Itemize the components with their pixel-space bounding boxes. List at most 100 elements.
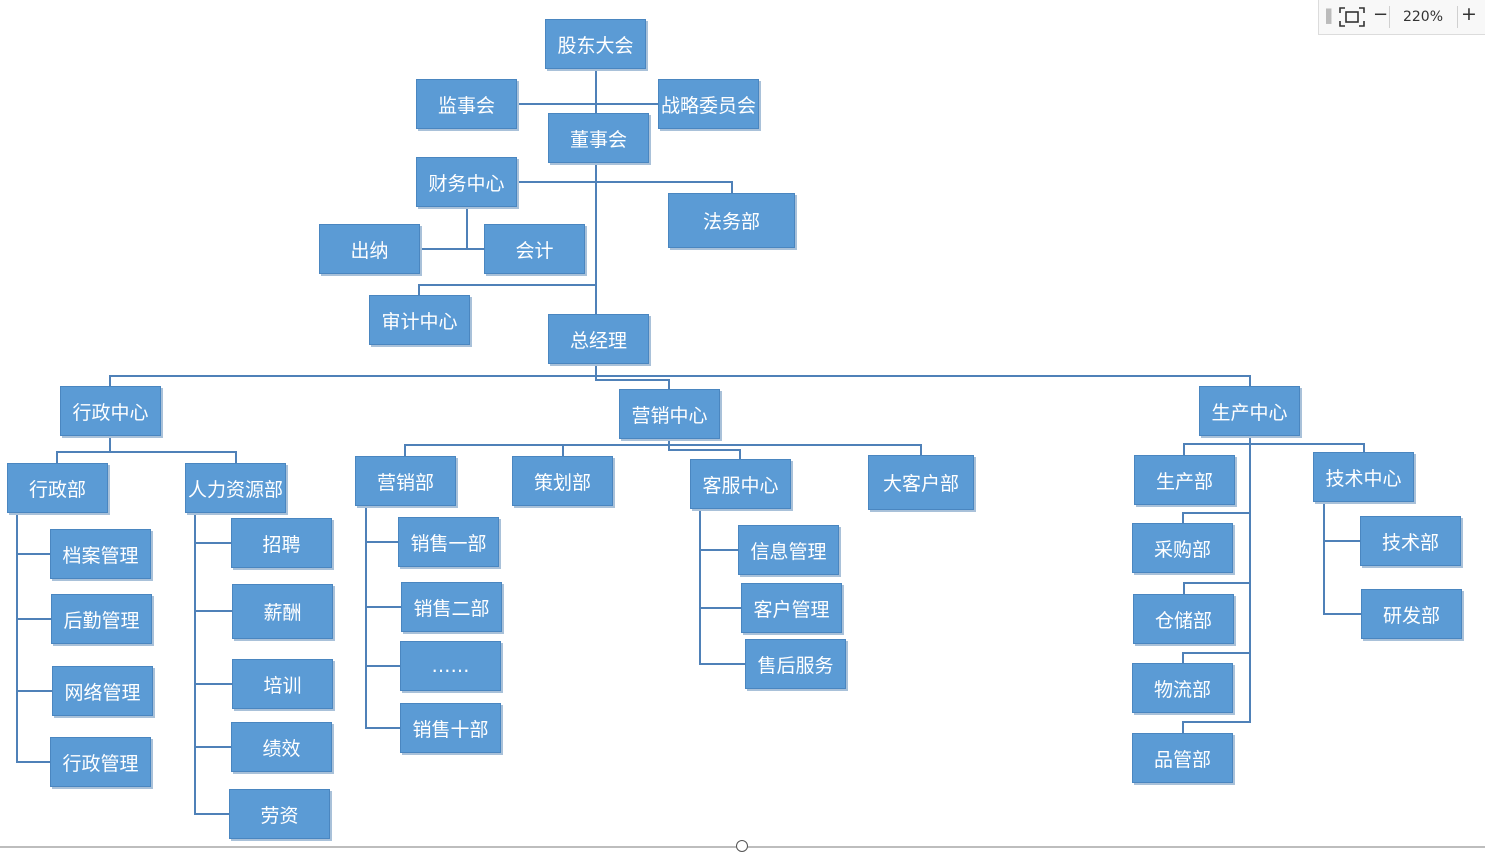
connector-kefu-to-kehu	[699, 550, 741, 609]
node-peixun[interactable]: 培训	[232, 659, 333, 709]
node-xs2[interactable]: 销售二部	[401, 582, 502, 632]
toolbar-divider	[1457, 6, 1458, 28]
connector-xingzhengbu-to-dangan	[16, 513, 50, 555]
connector-xingzheng-zx-to-xingzhengbu	[56, 436, 111, 463]
node-label: 劳资	[260, 804, 299, 827]
node-shenji[interactable]: 审计中心	[369, 295, 470, 345]
node-yingxiao-zx[interactable]: 营销中心	[619, 389, 720, 439]
zoom-level[interactable]: 220%	[1402, 9, 1444, 25]
node-zongjingli[interactable]: 总经理	[548, 314, 649, 364]
connector-renli-to-laozi	[194, 747, 229, 815]
connector-shengchan-zx-to-shengchanbu	[1183, 436, 1251, 455]
node-xingzheng-zx[interactable]: 行政中心	[60, 386, 161, 436]
node-label: 法务部	[702, 211, 760, 233]
connector-renli-to-peixun	[194, 611, 232, 685]
node-zhanlue[interactable]: 战略委员会	[658, 79, 759, 129]
node-label: 销售一部	[410, 532, 487, 555]
node-dakehu[interactable]: 大客户部	[868, 455, 974, 510]
connector-jishu-zx-to-jishubu	[1323, 502, 1360, 542]
node-renli[interactable]: 人力资源部	[185, 463, 286, 513]
connector-renli-to-zhaopin	[194, 513, 231, 544]
fit-screen-icon[interactable]	[1339, 7, 1365, 27]
node-kehu[interactable]: 客户管理	[741, 583, 842, 633]
node-xs1[interactable]: 销售一部	[398, 517, 499, 567]
node-label: 品管部	[1153, 748, 1211, 771]
node-label: 招聘	[262, 533, 301, 556]
node-label: 技术中心	[1325, 467, 1402, 490]
node-label: 人力资源部	[187, 478, 283, 501]
connector-shengchan-zx-to-jishu-zx	[1250, 443, 1365, 452]
node-label: 财务中心	[428, 172, 505, 195]
connector-yingxiao-zx-to-yingxiaobu	[404, 439, 670, 456]
node-zhaopin[interactable]: 招聘	[231, 518, 332, 568]
node-chuna[interactable]: 出纳	[319, 224, 420, 274]
node-jishu-zx[interactable]: 技术中心	[1313, 452, 1414, 502]
node-dangan[interactable]: 档案管理	[50, 529, 151, 579]
node-label: 战略委员会	[660, 94, 756, 117]
node-shengchan-zx[interactable]: 生产中心	[1199, 386, 1300, 436]
node-label: 绩效	[262, 737, 301, 760]
node-gudong[interactable]: 股东大会	[545, 19, 646, 69]
node-jixiao[interactable]: 绩效	[231, 722, 332, 772]
node-kuaiji[interactable]: 会计	[484, 224, 585, 274]
node-yanfa[interactable]: 研发部	[1361, 589, 1462, 639]
node-dongshi[interactable]: 董事会	[548, 113, 649, 163]
plus-icon: +	[1461, 3, 1477, 25]
node-caiwu[interactable]: 财务中心	[416, 157, 517, 207]
node-xingzhengbu[interactable]: 行政部	[7, 463, 108, 513]
connector-zongjingli-to-yingxiao-zx	[595, 376, 670, 389]
node-laozi[interactable]: 劳资	[229, 789, 330, 839]
drag-grip-icon[interactable]: ▪▪▪	[1325, 4, 1333, 27]
node-wuliu[interactable]: 物流部	[1132, 663, 1233, 713]
node-label: 监事会	[437, 94, 495, 117]
zoom-in-button[interactable]: +	[1461, 3, 1477, 25]
node-label: 信息管理	[750, 540, 827, 563]
node-xinxi[interactable]: 信息管理	[738, 525, 839, 575]
node-houqin[interactable]: 后勤管理	[51, 594, 152, 644]
node-label: 培训	[263, 674, 302, 697]
node-label: 生产中心	[1211, 401, 1288, 424]
node-xinchou[interactable]: 薪酬	[232, 584, 333, 639]
node-jianshi[interactable]: 监事会	[416, 79, 517, 129]
connector-yingxiaobu-to-xs10	[365, 666, 400, 729]
node-label: 行政部	[28, 478, 86, 501]
connector-xingzheng-zx-to-renli	[110, 451, 237, 463]
node-label: 技术部	[1381, 531, 1439, 554]
node-label: 营销中心	[631, 404, 708, 427]
connector-dongshi-to-caiwu	[517, 163, 597, 183]
node-label: 营销部	[376, 471, 434, 494]
node-label: 总经理	[569, 329, 627, 352]
node-label: 董事会	[569, 128, 627, 151]
node-label: 行政管理	[62, 752, 139, 775]
minus-icon: −	[1373, 4, 1389, 25]
node-xs10[interactable]: 销售十部	[400, 703, 501, 753]
node-label: 股东大会	[557, 34, 634, 57]
node-label: 档案管理	[62, 544, 139, 567]
node-cangchu[interactable]: 仓储部	[1133, 594, 1234, 644]
node-fawu[interactable]: 法务部	[668, 193, 795, 248]
node-pinguan[interactable]: 品管部	[1132, 733, 1233, 783]
node-label: ……	[431, 655, 470, 677]
node-kefu[interactable]: 客服中心	[690, 459, 791, 509]
node-wangluo[interactable]: 网络管理	[52, 666, 153, 716]
node-shengchanbu[interactable]: 生产部	[1134, 455, 1235, 505]
node-caigou[interactable]: 采购部	[1132, 523, 1233, 573]
connector-xingzhengbu-to-houqin	[16, 554, 51, 620]
node-jishubu[interactable]: 技术部	[1360, 516, 1461, 566]
node-label: 仓储部	[1154, 609, 1212, 632]
zoom-out-button[interactable]: −	[1373, 4, 1388, 25]
node-label: 客户管理	[753, 598, 830, 621]
connector-renli-to-jixiao	[194, 684, 231, 748]
node-yingxiaobu[interactable]: 营销部	[355, 456, 456, 506]
connector-renli-to-xinchou	[194, 543, 232, 612]
node-cehua[interactable]: 策划部	[512, 456, 613, 506]
node-label: 后勤管理	[63, 609, 140, 632]
node-xsdots[interactable]: ……	[400, 641, 501, 691]
node-label: 研发部	[1382, 604, 1440, 627]
horizontal-scroll-handle[interactable]	[736, 840, 748, 852]
node-shouhou[interactable]: 售后服务	[745, 639, 846, 689]
node-xingzheng-gl[interactable]: 行政管理	[50, 737, 151, 787]
connector-dongshi-to-fawu	[596, 181, 733, 193]
